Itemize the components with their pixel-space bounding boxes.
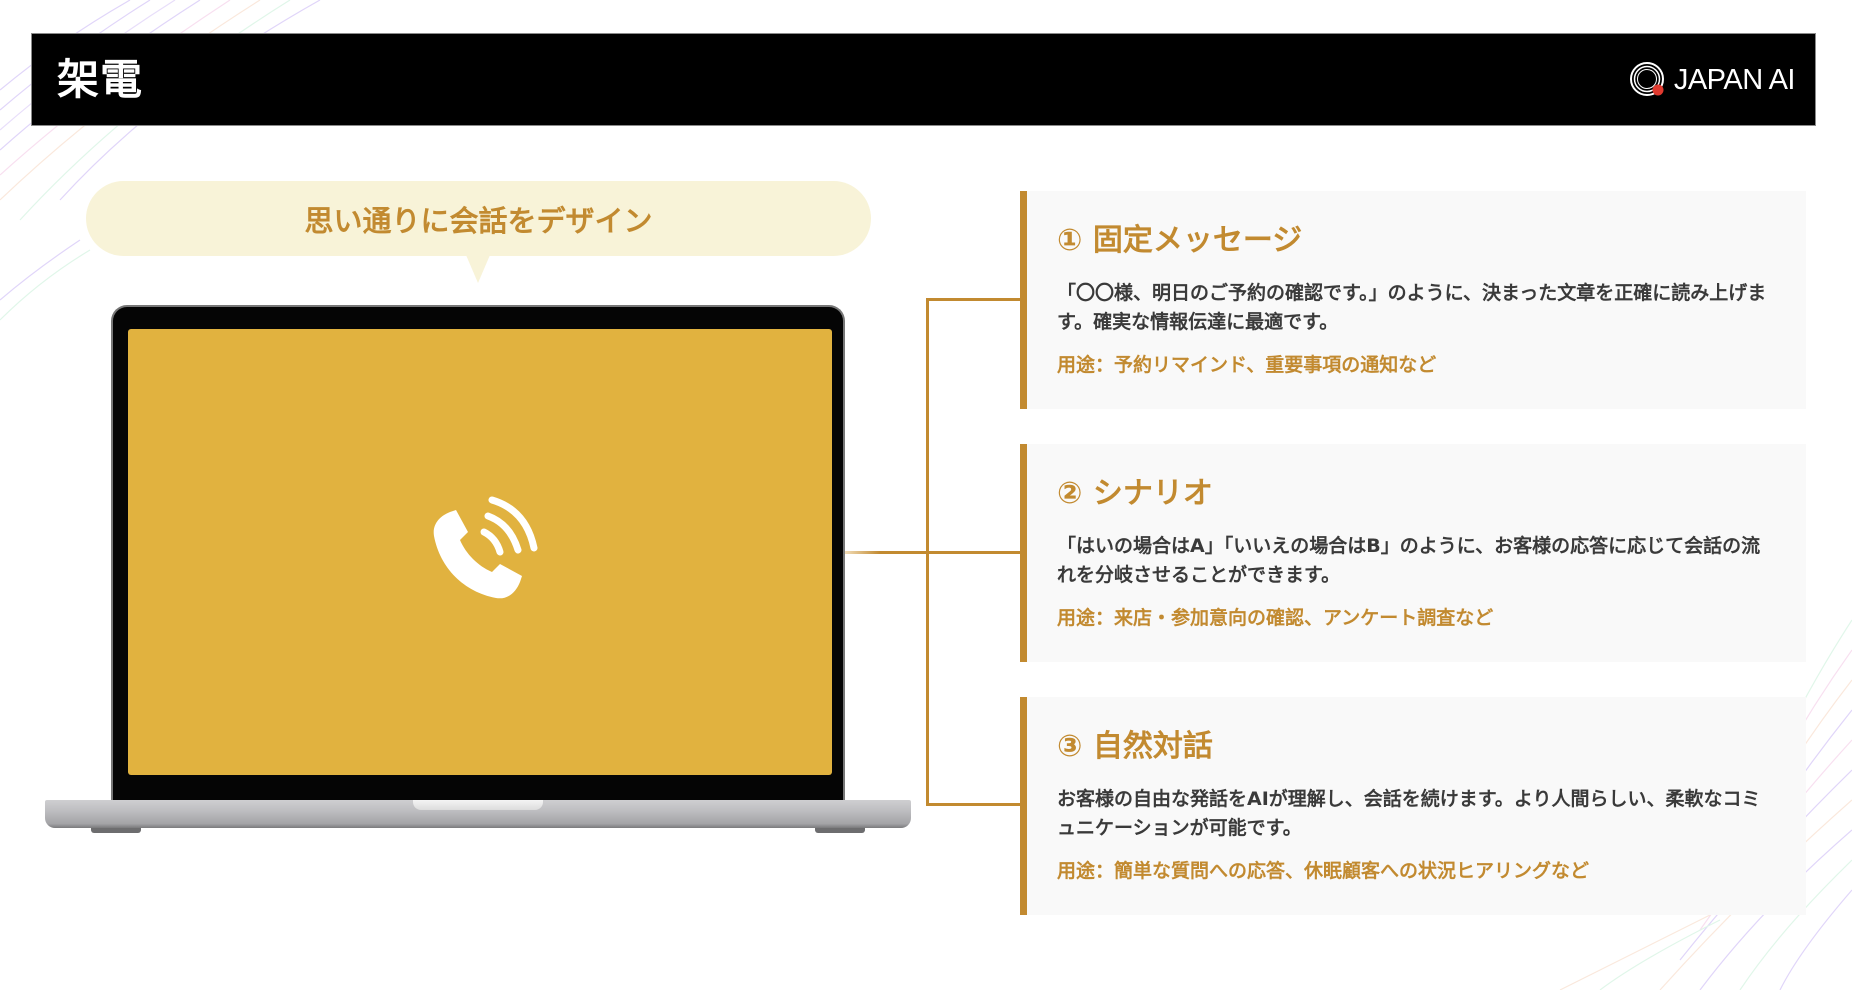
speech-bubble-tail (466, 255, 490, 283)
slide-header: 架電 JAPAN AI (31, 33, 1816, 126)
laptop-screen (128, 329, 832, 775)
card-usage: 用途：来店・参加意向の確認、アンケート調査など (1057, 607, 1494, 629)
card-description: 「〇〇様、明日のご予約の確認です。」のように、決まった文章を正確に読み上げます。… (1057, 282, 1767, 333)
laptop-foot-right (815, 828, 865, 833)
connector-vertical-line (926, 298, 929, 806)
feature-card-fixed-message: ① 固定メッセージ 「〇〇様、明日のご予約の確認です。」のように、決まった文章を… (1020, 191, 1806, 409)
card-title: ③ 自然対話 (1057, 729, 1213, 764)
feature-card-natural-dialogue: ③ 自然対話 お客様の自由な発話をAIが理解し、会話を続けます。より人間らしい、… (1020, 697, 1806, 915)
card-usage: 用途：予約リマインド、重要事項の通知など (1057, 354, 1437, 376)
japan-ai-ring-icon (1629, 62, 1664, 96)
card-description: 「はいの場合はA」「いいえの場合はB」のように、お客様の応答に応じて会話の流れを… (1057, 535, 1761, 586)
card-description: お客様の自由な発話をAIが理解し、会話を続けます。より人間らしい、柔軟なコミュニ… (1057, 788, 1761, 839)
laptop-notch (413, 800, 543, 810)
laptop-foot-left (91, 828, 141, 833)
speech-bubble: 思い通りに会話をデザイン (86, 181, 871, 256)
page-title: 架電 (57, 55, 144, 104)
logo-text: JAPAN AI (1673, 63, 1796, 96)
laptop-illustration (111, 305, 845, 801)
laptop-base (45, 800, 911, 833)
card-title: ② シナリオ (1057, 476, 1213, 511)
connector-center-line (845, 551, 1020, 554)
card-usage: 用途：簡単な質問への応答、休眠顧客への状況ヒアリングなど (1057, 860, 1590, 882)
japan-ai-logo: JAPAN AI (1628, 60, 1796, 100)
connector-top-line (926, 298, 1020, 301)
phone-ringing-icon (433, 496, 538, 599)
connector-bottom-line (926, 803, 1020, 806)
card-title: ① 固定メッセージ (1057, 223, 1303, 258)
bubble-text: 思い通りに会話をデザイン (304, 203, 653, 238)
feature-card-scenario: ② シナリオ 「はいの場合はA」「いいえの場合はB」のように、お客様の応答に応じ… (1020, 444, 1806, 662)
